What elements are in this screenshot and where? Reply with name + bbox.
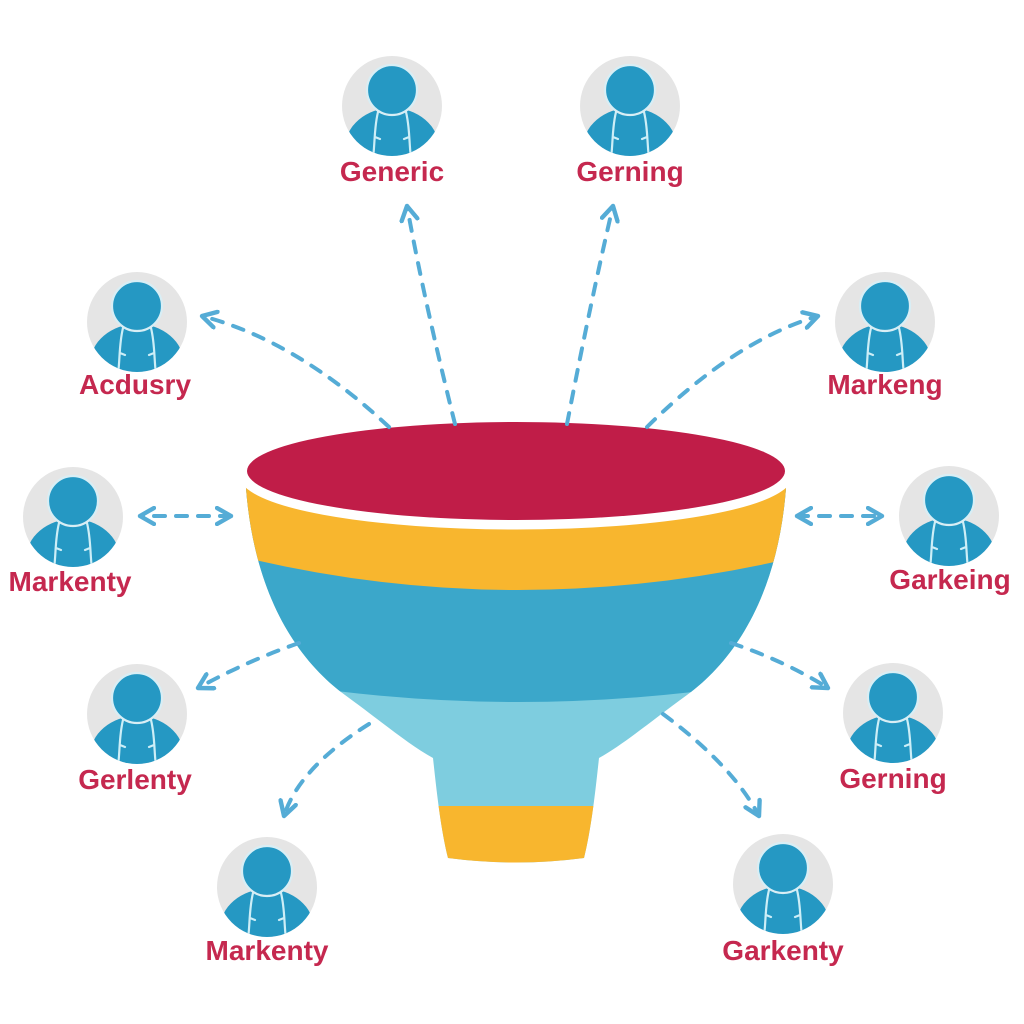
node-label: Markenty: [9, 566, 132, 597]
node-labels: Generic Gerning Acdusry Markeng Markenty…: [9, 156, 1011, 966]
node-label: Acdusry: [79, 369, 191, 400]
dashed-arrow: [565, 206, 613, 426]
node-label: Gerning: [839, 763, 946, 794]
node-label: Gerning: [576, 156, 683, 187]
connector-arrows: [140, 206, 882, 816]
dashed-arrow: [202, 316, 391, 429]
dashed-arrow: [407, 206, 457, 426]
dashed-arrow: [729, 641, 828, 688]
node-label: Garkeing: [889, 564, 1010, 595]
node-label: Generic: [340, 156, 444, 187]
node-label: Markeng: [827, 369, 942, 400]
dashed-arrow: [284, 722, 371, 816]
funnel-top-opening: [247, 422, 785, 520]
node-label: Garkenty: [722, 935, 844, 966]
node-label: Markenty: [206, 935, 329, 966]
dashed-arrow: [198, 641, 301, 688]
node-label: Gerlenty: [78, 764, 192, 795]
dashed-arrow: [661, 712, 759, 816]
funnel-spout-tip: [400, 806, 640, 863]
funnel: [237, 414, 795, 863]
dashed-arrow: [645, 316, 818, 429]
